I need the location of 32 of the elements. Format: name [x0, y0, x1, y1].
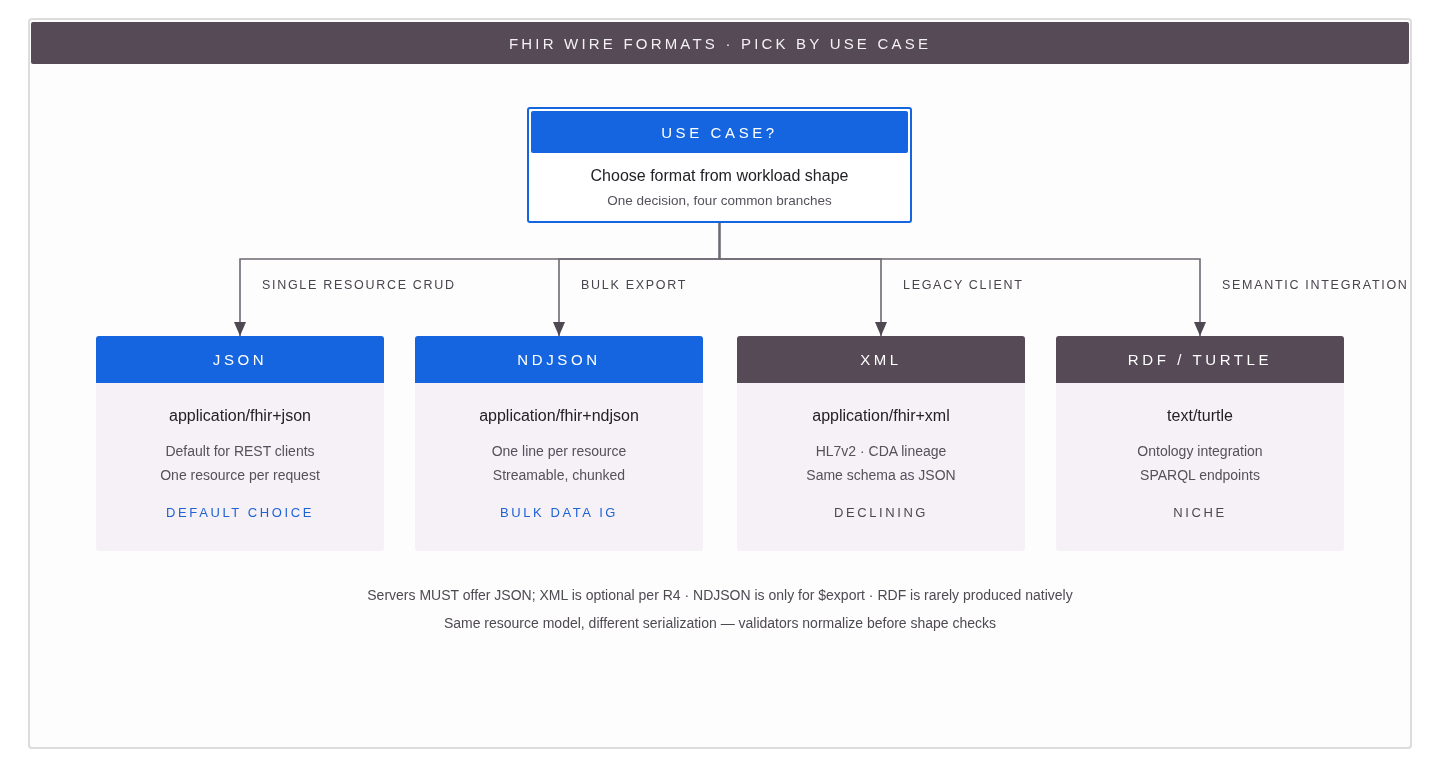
format-description: HL7v2 · CDA lineage: [815, 442, 947, 461]
decision-header: USE CASE?: [531, 111, 908, 153]
format-card: [737, 336, 1025, 551]
status-tag: DECLINING: [833, 503, 929, 523]
footnote: Same resource model, different serialization — validators normalize before shape checks: [443, 614, 997, 633]
decision-box: [527, 107, 912, 223]
format-description: Same schema as JSON: [806, 466, 956, 485]
title-bar: FHIR WIRE FORMATS · PICK BY USE CASE: [31, 22, 1409, 64]
mime-type: application/fhir+xml: [812, 406, 950, 426]
footnote: Servers MUST offer JSON; XML is optional per R4 · NDJSON is only for $export · RDF is rarely produced natively: [367, 586, 1073, 605]
format-description: SPARQL endpoints: [1140, 466, 1260, 485]
status-tag: NICHE: [1173, 503, 1227, 523]
format-description: Streamable, chunked: [492, 466, 626, 485]
mime-type: application/fhir+json: [169, 406, 311, 426]
mime-type: application/fhir+ndjson: [479, 406, 639, 426]
arrow: [718, 222, 1206, 337]
format-header: RDF / TURTLE: [1056, 336, 1344, 383]
decision-question: Choose format from workload shape: [590, 166, 849, 186]
mime-type: text/turtle: [1167, 406, 1233, 426]
status-tag: DEFAULT CHOICE: [166, 503, 314, 523]
status-tag: BULK DATA IG: [499, 503, 619, 523]
format-card: [415, 336, 703, 551]
decision-note: One decision, four common branches: [607, 192, 832, 210]
format-header: XML: [737, 336, 1025, 383]
format-description: Default for REST clients: [165, 442, 315, 461]
format-card: [1056, 336, 1344, 551]
format-header: NDJSON: [415, 336, 703, 383]
format-description: Ontology integration: [1137, 442, 1263, 461]
format-card: [96, 336, 384, 551]
format-description: One line per resource: [491, 442, 627, 461]
format-header: JSON: [96, 336, 384, 383]
format-description: One resource per request: [160, 466, 320, 485]
